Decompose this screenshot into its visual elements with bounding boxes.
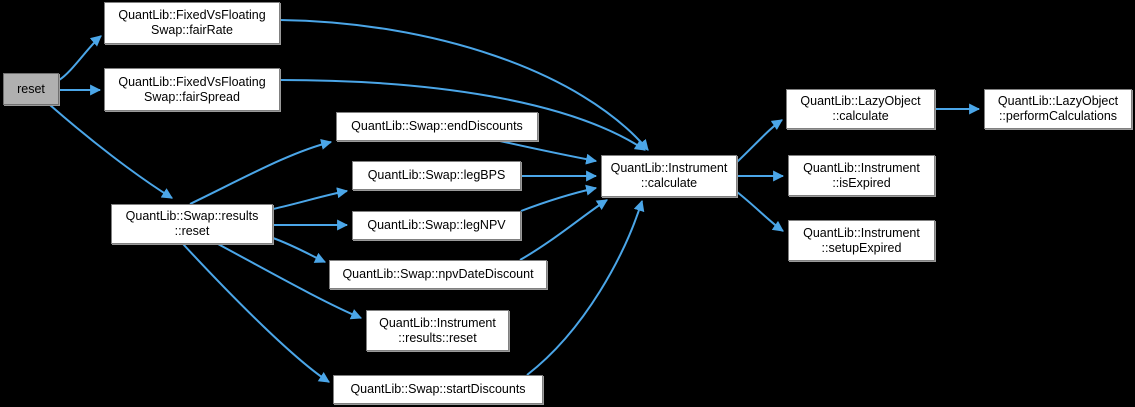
edge-swapResultsReset-to-startDiscounts [182, 243, 330, 383]
node-instrument-setupexpired[interactable]: QuantLib::Instrument ::setupExpired [788, 220, 935, 261]
node-fairrate[interactable]: QuantLib::FixedVsFloating Swap::fairRate [104, 2, 280, 44]
edge-instrCalculate-to-setupExpired [736, 191, 784, 232]
edge-swapResultsReset-to-npvDateDiscount [272, 237, 326, 263]
node-leg-bps[interactable]: QuantLib::Swap::legBPS [352, 161, 521, 190]
edge-instrCalculate-to-lazyCalculate [736, 119, 783, 163]
edge-reset-to-fairRate [58, 35, 102, 81]
node-lazyobject-calculate[interactable]: QuantLib::LazyObject ::calculate [786, 89, 935, 129]
node-npv-date-discount[interactable]: QuantLib::Swap::npvDateDiscount [329, 260, 547, 289]
node-fairspread[interactable]: QuantLib::FixedVsFloating Swap::fairSpre… [104, 68, 280, 111]
node-instrument-isexpired[interactable]: QuantLib::Instrument ::isExpired [788, 155, 935, 196]
node-leg-npv[interactable]: QuantLib::Swap::legNPV [352, 211, 521, 240]
edge-swapResultsReset-to-legBPS [272, 187, 349, 210]
node-start-discounts[interactable]: QuantLib::Swap::startDiscounts [333, 375, 543, 404]
edge-endDiscounts-to-instrCalculate [499, 140, 598, 165]
edge-npvDateDiscount-to-instrCalculate [519, 199, 608, 261]
node-reset[interactable]: reset [3, 73, 59, 105]
edge-reset-to-swapResultsReset [49, 104, 173, 199]
edge-legNPV-to-instrCalculate [520, 184, 598, 212]
node-instrument-calculate[interactable]: QuantLib::Instrument ::calculate [601, 155, 737, 197]
node-lazyobject-performcalculations[interactable]: QuantLib::LazyObject ::performCalculatio… [984, 89, 1132, 129]
node-instrument-results-reset[interactable]: QuantLib::Instrument ::results::reset [366, 310, 509, 351]
node-swap-results-reset[interactable]: QuantLib::Swap::results ::reset [111, 204, 273, 244]
edge-swapResultsReset-to-endDiscounts [189, 139, 333, 205]
node-end-discounts[interactable]: QuantLib::Swap::endDiscounts [336, 112, 538, 141]
